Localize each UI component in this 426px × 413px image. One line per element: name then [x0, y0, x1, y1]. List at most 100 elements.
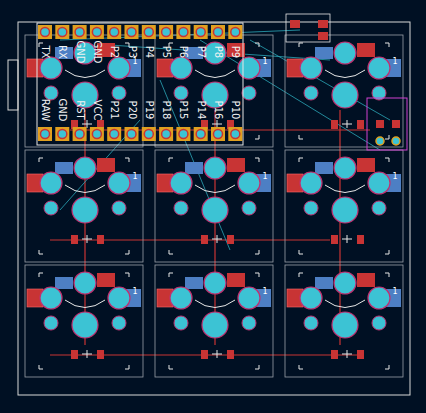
plated-hole: [44, 316, 58, 330]
pin: [75, 28, 84, 37]
plated-hole: [112, 86, 126, 100]
smd-pad: [55, 162, 73, 174]
pin-label: P18: [161, 101, 171, 120]
pin-ring: [107, 25, 121, 39]
pin-label: RX: [57, 45, 67, 59]
pin-ring: [90, 127, 104, 141]
pin: [196, 130, 205, 139]
pin: [214, 28, 223, 37]
pin: [231, 28, 240, 37]
pin-ring: [228, 25, 242, 39]
pin-label: P15: [178, 101, 188, 120]
plated-hole: [242, 316, 256, 330]
switch-outline: [155, 265, 273, 377]
pin: [214, 130, 223, 139]
pin-label: TX: [40, 46, 50, 59]
plated-hole: [40, 172, 62, 194]
plated-hole: [332, 82, 358, 108]
pin-ring: [194, 127, 208, 141]
plated-hole: [334, 42, 356, 64]
diode-pad: [227, 235, 234, 244]
pin-ring: [55, 127, 69, 141]
pin-ring: [73, 25, 87, 39]
diode-symbol: [82, 350, 92, 358]
diode-symbol: [82, 120, 92, 128]
pin-ring: [38, 25, 52, 39]
pin-label: GND: [92, 41, 102, 64]
switch-outline: [155, 35, 273, 147]
diode-pad: [97, 350, 104, 359]
plated-hole: [72, 312, 98, 338]
pin: [162, 130, 171, 139]
smd-pad: [185, 277, 203, 289]
pin: [144, 130, 153, 139]
smd-pad: [357, 158, 375, 172]
smd-pad: [357, 43, 375, 57]
plated-hole: [332, 197, 358, 223]
pin-ring: [125, 127, 139, 141]
diode-pad: [97, 235, 104, 244]
smd-pad: [357, 273, 375, 287]
plated-hole: [300, 287, 322, 309]
plated-hole: [40, 57, 62, 79]
plated-hole: [238, 287, 260, 309]
diode-symbol: [342, 120, 352, 128]
pin: [392, 137, 400, 145]
pin-label: P10: [230, 101, 240, 120]
diode-pad: [357, 350, 364, 359]
silk-arc: [195, 300, 235, 308]
pin-label: P9: [230, 46, 240, 58]
pin-ring: [107, 127, 121, 141]
plated-hole: [74, 272, 96, 294]
diode-pad: [331, 235, 338, 244]
pin-label: P14: [196, 101, 206, 120]
silk-arc: [325, 185, 365, 193]
pin-ring: [211, 127, 225, 141]
pin-label: P2: [109, 46, 119, 58]
pin: [231, 130, 240, 139]
diode-pad: [357, 235, 364, 244]
diode-pad: [331, 350, 338, 359]
component-outline: [367, 98, 407, 150]
switch-outline: [25, 265, 143, 377]
pin: [162, 28, 171, 37]
pin: [110, 130, 119, 139]
pin-label: P19: [144, 101, 154, 120]
plated-hole: [238, 57, 260, 79]
plated-hole: [40, 287, 62, 309]
pin-label: VCC: [92, 100, 102, 121]
plated-hole: [238, 172, 260, 194]
plated-hole: [44, 86, 58, 100]
smd-pad: [227, 273, 245, 287]
diode-symbol: [212, 120, 222, 128]
pin: [92, 28, 101, 37]
plated-hole: [372, 201, 386, 215]
silk-corner: [299, 158, 389, 254]
silk-arc: [195, 185, 235, 193]
plated-hole: [332, 312, 358, 338]
pin-label: P20: [127, 101, 137, 120]
plated-hole: [170, 172, 192, 194]
pin: [127, 130, 136, 139]
diode-symbol: [342, 350, 352, 358]
plated-hole: [112, 201, 126, 215]
diode-pad: [357, 120, 364, 129]
pin-ring: [38, 127, 52, 141]
plated-hole: [174, 201, 188, 215]
pad-number: 1: [262, 288, 267, 296]
plated-hole: [304, 201, 318, 215]
pin-ring: [176, 127, 190, 141]
plated-hole: [334, 272, 356, 294]
pin-ring: [228, 127, 242, 141]
diode-symbol: [212, 235, 222, 243]
smd-pad: [318, 32, 328, 40]
plated-hole: [204, 157, 226, 179]
smd-pad: [97, 273, 115, 287]
diode-pad: [201, 235, 208, 244]
pin-label: RAW: [40, 99, 50, 122]
silk-corner: [299, 273, 389, 369]
pin: [41, 28, 50, 37]
plated-hole: [72, 197, 98, 223]
smd-pad: [290, 20, 300, 28]
